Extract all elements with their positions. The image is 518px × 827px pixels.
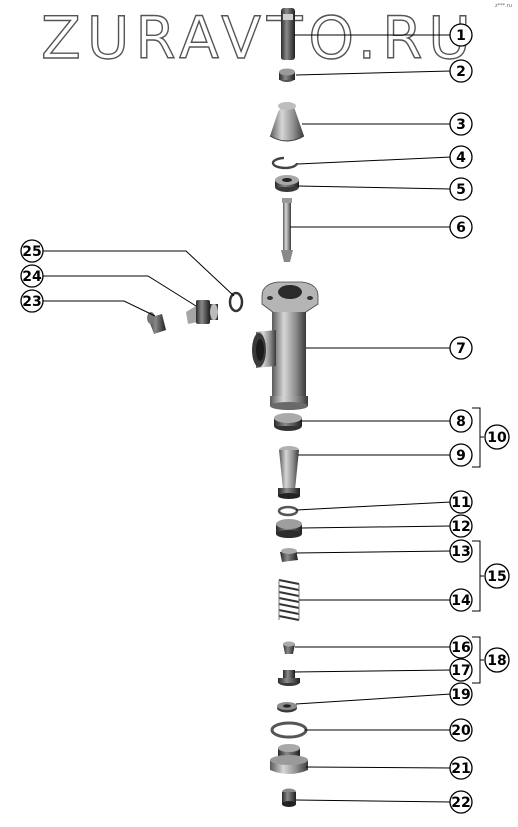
- callout-7: 7: [449, 336, 473, 360]
- callout-23: 23: [20, 289, 44, 313]
- callout-1: 1: [449, 23, 473, 47]
- part-13-spring-seat: [280, 548, 298, 562]
- callout-12: 12: [449, 514, 473, 538]
- svg-text:16: 16: [451, 640, 470, 656]
- svg-text:24: 24: [22, 269, 42, 285]
- svg-text:6: 6: [456, 220, 466, 236]
- part-23-plug: [147, 312, 166, 334]
- part-4-retaining-ring: [271, 156, 299, 170]
- corner-mark: z***.ru: [495, 3, 512, 9]
- part-7-body: [252, 281, 319, 410]
- part-19-ring: [277, 702, 297, 713]
- part-17-valve-seat: [278, 670, 300, 686]
- svg-text:8: 8: [456, 414, 466, 430]
- part-5-seal: [275, 175, 299, 192]
- part-21-plug: [270, 744, 308, 774]
- svg-text:3: 3: [456, 117, 466, 133]
- part-20-large-washer: [270, 721, 308, 739]
- svg-text:13: 13: [451, 544, 470, 560]
- callout-4: 4: [449, 145, 473, 169]
- part-11-washer: [277, 505, 299, 517]
- callout-22: 22: [449, 790, 473, 814]
- svg-text:1: 1: [456, 28, 466, 44]
- svg-text:12: 12: [451, 519, 470, 535]
- part-9-piston: [278, 446, 300, 499]
- svg-text:21: 21: [451, 761, 470, 777]
- group-brackets: [472, 407, 484, 684]
- callout-21: 21: [449, 756, 473, 780]
- svg-text:2: 2: [456, 64, 466, 80]
- part-8-seal: [274, 413, 302, 431]
- svg-text:18: 18: [487, 653, 506, 669]
- svg-text:7: 7: [456, 341, 466, 357]
- callout-5: 5: [449, 177, 473, 201]
- leader-lines: [43, 34, 452, 803]
- callout-3: 3: [449, 112, 473, 136]
- svg-text:14: 14: [451, 593, 471, 609]
- svg-text:25: 25: [22, 244, 41, 260]
- callout-13: 13: [449, 539, 473, 563]
- callout-24: 24: [20, 264, 44, 288]
- svg-text:9: 9: [456, 448, 466, 464]
- svg-text:22: 22: [451, 795, 470, 811]
- part-2-nut: [279, 68, 295, 82]
- callout-10: 10: [484, 424, 510, 450]
- svg-text:11: 11: [451, 495, 470, 511]
- part-1-pin: [281, 8, 295, 60]
- svg-text:5: 5: [456, 182, 466, 198]
- svg-text:17: 17: [451, 663, 470, 679]
- svg-text:4: 4: [456, 150, 466, 166]
- part-12-cup: [276, 519, 302, 538]
- callout-14: 14: [449, 588, 473, 612]
- callout-16: 16: [449, 635, 473, 659]
- callout-9: 9: [449, 443, 473, 467]
- callout-18: 18: [484, 647, 510, 673]
- callout-15: 15: [484, 563, 510, 589]
- callout-19: 19: [449, 682, 473, 706]
- brand-text: ZURAVTO.RU: [41, 6, 477, 68]
- part-3-cap: [269, 102, 305, 142]
- part-16-valve: [283, 641, 295, 654]
- part-22-cap-nut: [282, 788, 296, 807]
- svg-text:20: 20: [451, 723, 471, 739]
- callout-17: 17: [449, 658, 473, 682]
- svg-text:19: 19: [451, 687, 470, 703]
- brand-watermark: ZURAVTO.RU: [40, 6, 477, 68]
- svg-text:15: 15: [487, 569, 506, 585]
- part-6-rod: [281, 198, 293, 262]
- svg-text:23: 23: [22, 294, 41, 310]
- callout-8: 8: [449, 409, 473, 433]
- callouts: 1 2 3 4 5 6 7: [20, 23, 510, 814]
- part-14-spring: [278, 579, 300, 621]
- part-24-fitting: [186, 300, 218, 324]
- svg-text:10: 10: [487, 430, 507, 446]
- part-25-o-ring: [228, 291, 244, 313]
- callout-2: 2: [449, 59, 473, 83]
- callout-11: 11: [449, 490, 473, 514]
- callout-25: 25: [20, 239, 44, 263]
- callout-20: 20: [449, 718, 473, 742]
- callout-6: 6: [449, 215, 473, 239]
